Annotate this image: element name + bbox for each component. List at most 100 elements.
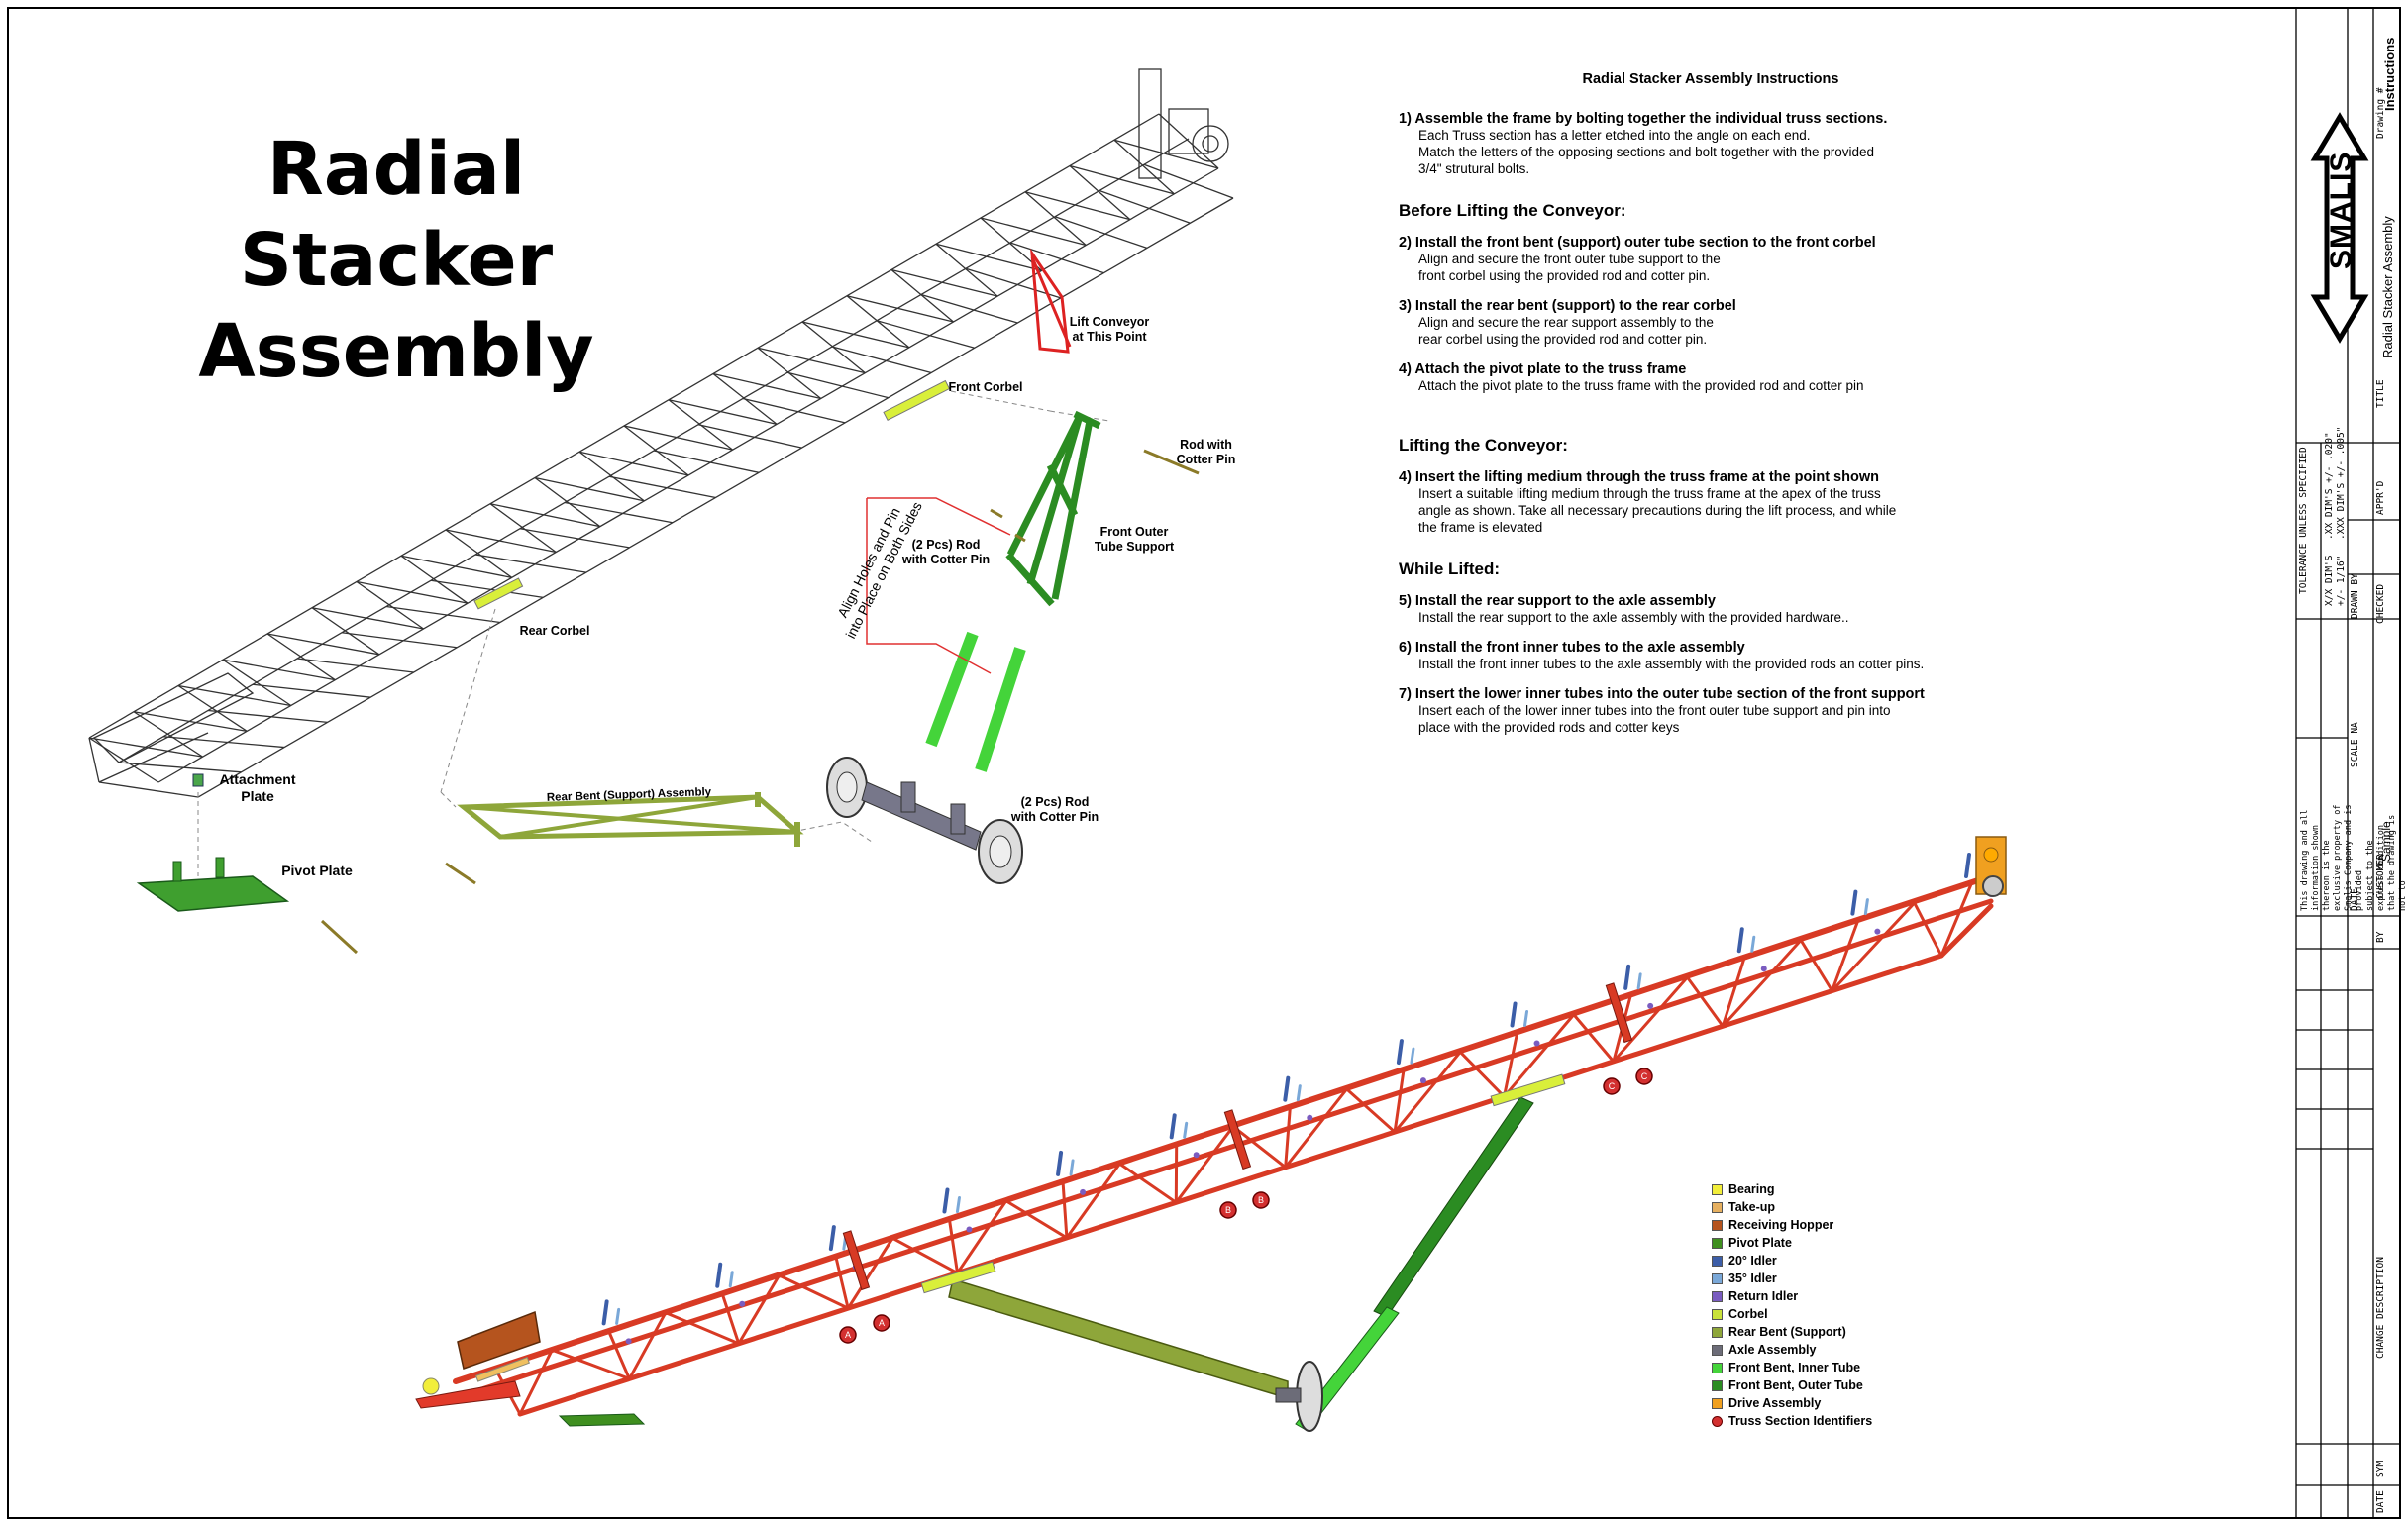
front-corbel-label: Front Corbel xyxy=(948,380,1023,394)
rod-2pcs-bottom-label: (2 Pcs) Rod with Cotter Pin xyxy=(1010,795,1099,824)
truss-id-marker: C xyxy=(1635,1068,1653,1085)
title-line-2: Assembly xyxy=(198,309,594,394)
tolerance-3: X/X DIM'S xyxy=(2324,555,2335,606)
rear-corbel-part xyxy=(473,577,524,610)
legend-label: Return Idler xyxy=(1728,1289,1799,1303)
pivot-plate-side xyxy=(558,1413,646,1427)
legend-item: Front Bent, Outer Tube xyxy=(1712,1376,1872,1394)
legend-item: Receiving Hopper xyxy=(1712,1216,1872,1234)
instruction-step-body: Each Truss section has a letter etched i… xyxy=(1418,128,1875,176)
legend-item: Truss Section Identifiers xyxy=(1712,1412,1872,1430)
rear-corbel-label: Rear Corbel xyxy=(519,624,590,638)
truss-id-marker: A xyxy=(873,1314,890,1332)
legend-label: Bearing xyxy=(1728,1182,1775,1196)
smalis-logo-text: SMALIS xyxy=(2325,151,2357,269)
legend-label: Axle Assembly xyxy=(1728,1343,1817,1357)
legend-swatch xyxy=(1712,1344,1723,1356)
instruction-step-title: 5) Install the rear support to the axle … xyxy=(1399,593,1716,609)
legend-item: Take-up xyxy=(1712,1198,1872,1216)
truss-id-label: C xyxy=(1609,1081,1616,1091)
truss-id-label: A xyxy=(879,1318,885,1328)
rod-cotter-label: Rod with Cotter Pin xyxy=(1176,438,1236,466)
legend-label: Front Bent, Outer Tube xyxy=(1728,1378,1863,1392)
title-value: Radial Stacker Assembly xyxy=(2380,216,2395,358)
rod-2pcs-top-label: (2 Pcs) Rod with Cotter Pin xyxy=(901,538,991,566)
legend-item: Rear Bent (Support) xyxy=(1712,1323,1872,1341)
tolerance-label: TOLERANCE UNLESS SPECIFIED xyxy=(2298,447,2309,594)
legend-swatch xyxy=(1712,1272,1723,1284)
apprd-label: APPR'D xyxy=(2375,480,2386,515)
legend-swatch xyxy=(1712,1201,1723,1213)
checked-label: CHECKED xyxy=(2375,583,2386,624)
sheet-border xyxy=(7,7,2401,1519)
legend-item: Return Idler xyxy=(1712,1287,1872,1305)
scale-label: SCALE NA xyxy=(2350,722,2360,767)
instruction-section-heading: While Lifted: xyxy=(1399,560,1500,578)
front-outer-tube-support xyxy=(1005,410,1101,607)
inner-tube-1 xyxy=(925,631,979,748)
change-description-label: CHANGE DESCRIPTION xyxy=(2375,1257,2386,1359)
title-label: TITLE xyxy=(2375,379,2386,408)
lift-point-label: Lift Conveyor at This Point xyxy=(1069,315,1150,344)
truss-id-marker: A xyxy=(839,1326,857,1344)
instruction-step-title: 7) Insert the lower inner tubes into the… xyxy=(1399,686,1925,702)
instruction-step-title: 1) Assemble the frame by bolting togethe… xyxy=(1399,111,1888,127)
hopper-side xyxy=(457,1310,541,1370)
truss-id-marker: B xyxy=(1219,1201,1237,1219)
date2-label: DATE xyxy=(2375,1490,2386,1513)
legend-label: Drive Assembly xyxy=(1728,1396,1822,1410)
tolerance-2: .XXX DIM'S +/- .005" xyxy=(2336,426,2347,540)
title-line-1: Radial Stacker xyxy=(239,127,554,303)
instruction-step-title: 4) Attach the pivot plate to the truss f… xyxy=(1399,361,1687,377)
tolerance-4: +/- 1/16" xyxy=(2336,555,2347,606)
instruction-steps: 1) Assemble the frame by bolting togethe… xyxy=(1399,111,1993,736)
instruction-step-body: Insert a suitable lifting medium through… xyxy=(1418,486,1897,535)
legend-item: Bearing xyxy=(1712,1180,1872,1198)
instruction-step-title: 3) Install the rear bent (support) to th… xyxy=(1399,298,1736,314)
legend-label: 20° Idler xyxy=(1728,1254,1777,1268)
page-title: Radial Stacker Assembly xyxy=(109,124,683,397)
legend-label: Pivot Plate xyxy=(1728,1236,1792,1250)
instruction-step-body: Align and secure the rear support assemb… xyxy=(1418,315,1714,347)
rear-support-side xyxy=(948,1278,1289,1400)
instruction-step-title: 4) Insert the lifting medium through the… xyxy=(1399,469,1879,485)
legend-swatch xyxy=(1712,1290,1723,1302)
instruction-step-body: Attach the pivot plate to the truss fram… xyxy=(1418,378,1864,393)
by-label: BY xyxy=(2375,931,2386,943)
legend-label: 35° Idler xyxy=(1728,1272,1777,1285)
legend-swatch xyxy=(1712,1379,1723,1391)
disclaimer: This drawing and all information shown t… xyxy=(2300,804,2408,911)
legend-label: Truss Section Identifiers xyxy=(1728,1414,1873,1428)
legend-swatch xyxy=(1712,1362,1723,1373)
instruction-step-body: Install the front inner tubes to the axl… xyxy=(1418,657,1925,671)
legend-label: Corbel xyxy=(1728,1307,1768,1321)
legend-swatch xyxy=(1712,1308,1723,1320)
sym-label: SYM xyxy=(2375,1460,2386,1477)
truss-id-label: C xyxy=(1641,1071,1648,1081)
legend-swatch xyxy=(1712,1326,1723,1338)
instruction-step-title: 6) Install the front inner tubes to the … xyxy=(1399,640,1745,656)
legend-item: Front Bent, Inner Tube xyxy=(1712,1359,1872,1376)
instruction-section-heading: Before Lifting the Conveyor: xyxy=(1399,201,1626,220)
instructions-heading: Radial Stacker Assembly Instructions xyxy=(1582,71,1839,87)
legend-swatch xyxy=(1712,1255,1723,1267)
legend-item: Drive Assembly xyxy=(1712,1394,1872,1412)
drawing-value: Instructions xyxy=(2382,37,2397,111)
tolerance-1: .XX DIM'S +/- .020" xyxy=(2324,432,2335,540)
truss-id-marker: B xyxy=(1252,1191,1270,1209)
axle-assembly-part xyxy=(826,757,1023,884)
lift-point-marker xyxy=(1030,248,1070,354)
legend-item: 35° Idler xyxy=(1712,1270,1872,1287)
legend-item: Pivot Plate xyxy=(1712,1234,1872,1252)
inner-tube-2 xyxy=(975,647,1026,772)
truss-id-label: A xyxy=(845,1330,851,1340)
legend-swatch xyxy=(1712,1237,1723,1249)
title-block xyxy=(2295,8,2400,1518)
truss-id-label: B xyxy=(1225,1205,1231,1215)
drawn-by-label: DRAWN BY xyxy=(2350,573,2360,619)
front-outer-tube-label: Front Outer Tube Support xyxy=(1094,525,1175,554)
legend-swatch xyxy=(1712,1415,1723,1427)
instruction-step-title: 2) Install the front bent (support) oute… xyxy=(1399,235,1876,251)
